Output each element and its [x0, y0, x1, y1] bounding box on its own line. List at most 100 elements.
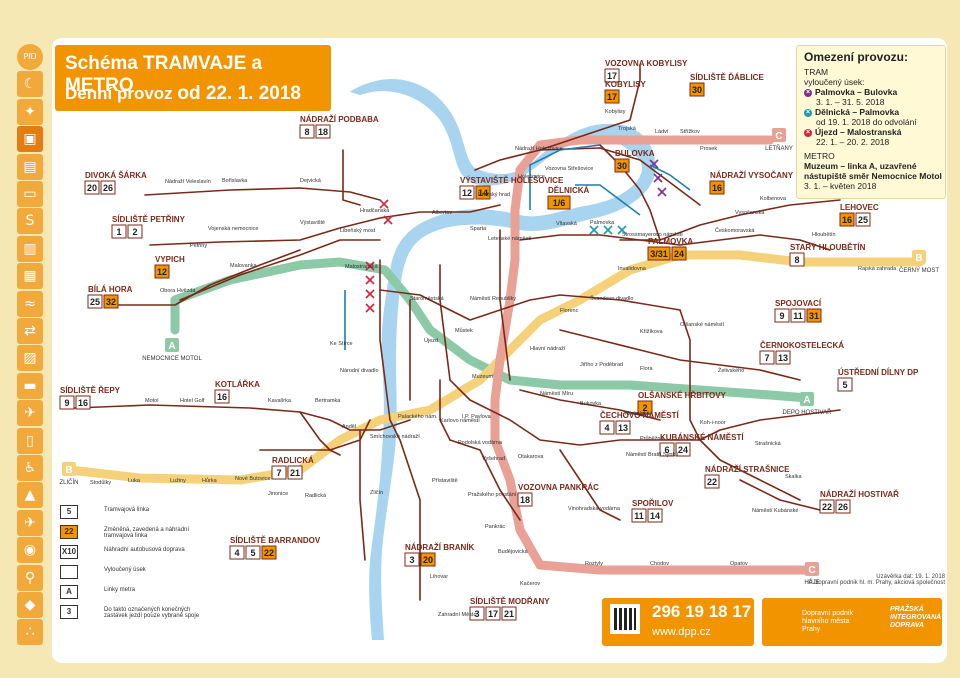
line-number: 3 — [474, 609, 479, 619]
terminal-name: RADLICKÁ — [272, 456, 314, 465]
metro-badge — [800, 392, 814, 406]
line-number: 7 — [276, 468, 281, 478]
qr-code-icon[interactable] — [610, 604, 640, 634]
stop-label: Hradčanská — [360, 208, 390, 214]
ferry-icon[interactable]: ≈ — [17, 290, 43, 317]
key-label: Do takto označených konečných zastávek j… — [104, 607, 200, 619]
dog-icon[interactable]: ◆ — [17, 592, 43, 618]
line-number: 14 — [478, 188, 488, 198]
phone-icon[interactable]: ▯ — [17, 427, 43, 454]
line-badge — [100, 180, 116, 195]
terminal-name: STARÝ HLOUBĚTÍN — [790, 243, 866, 252]
line-badge — [75, 395, 91, 410]
terminal-name: SÍDLIŠTĚ ŘEPY — [60, 386, 121, 395]
stop-label: Výstaviště — [300, 220, 325, 226]
night-tram-icon[interactable]: ✦ — [17, 98, 43, 125]
pid-logo-icon[interactable]: PID — [17, 44, 43, 70]
ticket-icon[interactable]: ▨ — [17, 345, 43, 372]
stop-label: Motol — [145, 398, 158, 404]
replacement-icon[interactable]: ⇄ — [17, 318, 43, 344]
line-badge — [647, 246, 671, 261]
terminal--st-edn-d-lny-dp[interactable]: ÚSTŘEDNÍ DÍLNY DP5 — [837, 368, 919, 392]
bicycle-icon[interactable]: ⚲ — [17, 564, 43, 591]
s-train-icon[interactable]: S — [17, 208, 43, 235]
line-number: 17 — [607, 92, 617, 102]
stop-label: Újezd — [424, 337, 438, 344]
stop-label: Staroměstská — [410, 296, 445, 302]
line-badge — [647, 508, 663, 523]
contact-box: 296 19 18 17 www.dpp.cz — [602, 598, 754, 646]
plane-icon[interactable]: ✈ — [17, 509, 43, 536]
stop-label: Pražský hrad — [478, 192, 510, 198]
exclusion-segment-ujezd-malostranska — [365, 199, 393, 313]
contact-phone[interactable]: 296 19 18 17 — [652, 602, 752, 621]
line-number: 22 — [822, 502, 832, 512]
terminal-name: NÁDRAŽÍ BRANÍK — [405, 543, 475, 552]
airport-icon[interactable]: ✈ — [17, 400, 43, 427]
replacement-bus-routes — [344, 144, 691, 350]
escalator-icon[interactable]: ▲ — [17, 482, 43, 509]
footprints-icon[interactable]: ∴ — [17, 619, 43, 646]
night-moon-icon[interactable]: ☾ — [17, 71, 43, 98]
stroller-icon[interactable]: ◉ — [17, 537, 43, 564]
stop-label: Hotel Golf — [180, 398, 205, 404]
bus-icon[interactable]: ▭ — [17, 181, 43, 207]
wheelchair-icon[interactable]: ♿ — [17, 455, 43, 481]
line-badge — [315, 124, 331, 139]
contact-web-link[interactable]: www.dpp.cz — [652, 626, 711, 638]
line-number: 1/6 — [553, 198, 566, 208]
metro-letter: C — [808, 565, 815, 576]
stop-label: Florenc — [560, 308, 579, 314]
metro-letter: B — [65, 465, 72, 476]
line-number: 11 — [634, 511, 644, 521]
metro-icon[interactable]: ▤ — [17, 153, 43, 180]
tram-icon[interactable]: ▣ — [17, 126, 43, 153]
card-icon[interactable]: ▬ — [17, 372, 43, 399]
line-number: 22 — [707, 477, 717, 487]
funicular-icon[interactable]: ▦ — [17, 263, 43, 290]
stop-label: Roztyly — [585, 561, 603, 567]
line-number: 25 — [90, 297, 100, 307]
dpp-name: Dopravní podnik hlavního města Prahy — [802, 610, 853, 633]
stop-label: Švandovo divadlo — [590, 295, 633, 302]
stop-label: Olšanské náměstí — [680, 322, 724, 328]
train-icon[interactable]: ▥ — [17, 235, 43, 262]
stop-label: Palackého nám. — [398, 414, 438, 420]
